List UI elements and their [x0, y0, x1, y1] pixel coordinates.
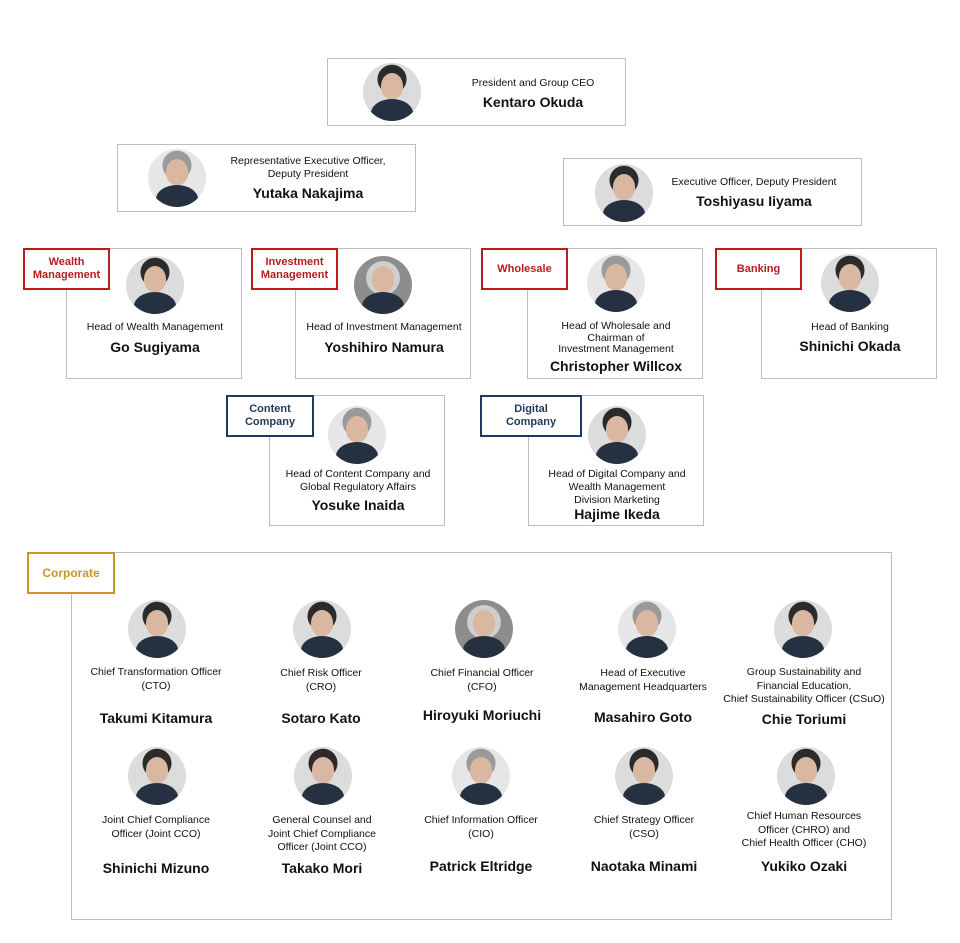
division-photo-investment [354, 256, 412, 314]
company-tag-digital: Digital Company [480, 395, 582, 437]
company-title-digital: Head of Digital Company and Wealth Manag… [548, 468, 686, 506]
member-name-5: Shinichi Mizuno [102, 860, 210, 876]
member-photo-1 [293, 600, 351, 658]
member-title-6: General Counsel and Joint Chief Complian… [268, 814, 376, 853]
member-name-2: Hiroyuki Moriuchi [422, 707, 542, 723]
division-tag-wealth: Wealth Management [23, 248, 110, 290]
deputy-photo-1 [148, 149, 206, 207]
member-photo-9 [777, 747, 835, 805]
company-photo-digital [588, 406, 646, 464]
ceo-title: President and Group CEO [471, 77, 595, 89]
corporate-tag: Corporate [27, 552, 115, 594]
division-name-banking: Shinichi Okada [799, 338, 901, 354]
member-name-6: Takako Mori [281, 860, 363, 876]
member-title-9: Chief Human Resources Officer (CHRO) and… [741, 810, 867, 849]
member-title-4: Group Sustainability and Financial Educa… [723, 666, 885, 705]
company-title-content: Head of Content Company and Global Regul… [285, 468, 431, 493]
company-card-digital: Head of Digital Company and Wealth Manag… [528, 395, 704, 526]
member-name-9: Yukiko Ozaki [760, 858, 848, 874]
member-title-8: Chief Strategy Officer (CSO) [593, 814, 695, 840]
ceo-card: President and Group CEO Kentaro Okuda [327, 58, 626, 126]
division-title-wholesale: Head of Wholesale and Chairman of Invest… [558, 320, 674, 355]
member-name-3: Masahiro Goto [593, 709, 692, 725]
division-name-wealth: Go Sugiyama [110, 339, 200, 355]
division-tag-investment: Investment Management [251, 248, 338, 290]
member-title-2: Chief Financial Officer (CFO) [430, 667, 534, 693]
member-photo-0 [128, 600, 186, 658]
member-photo-6 [294, 747, 352, 805]
ceo-photo [363, 63, 421, 121]
deputy-card-2: Executive Officer, Deputy President Tosh… [563, 158, 862, 226]
member-title-1: Chief Risk Officer (CRO) [280, 667, 362, 693]
division-tag-banking: Banking [715, 248, 802, 290]
division-photo-banking [821, 254, 879, 312]
division-photo-wealth [126, 256, 184, 314]
division-title-banking: Head of Banking [811, 321, 889, 333]
member-name-8: Naotaka Minami [590, 858, 698, 874]
deputy-name-1: Yutaka Nakajima [252, 185, 364, 201]
ceo-name: Kentaro Okuda [482, 94, 584, 110]
division-title-wealth: Head of Wealth Management [86, 321, 224, 333]
division-tag-wholesale: Wholesale [481, 248, 568, 290]
deputy-photo-2 [595, 164, 653, 222]
company-name-digital: Hajime Ikeda [574, 506, 660, 522]
member-photo-8 [615, 747, 673, 805]
member-photo-4 [774, 600, 832, 658]
member-name-4: Chie Toriumi [761, 711, 847, 727]
company-name-content: Yosuke Inaida [311, 497, 405, 513]
deputy-title-1: Representative Executive Officer, Deputy… [230, 155, 386, 180]
member-title-3: Head of Executive Management Headquarter… [579, 667, 707, 693]
member-title-7: Chief Information Officer (CIO) [424, 814, 538, 840]
member-photo-3 [618, 600, 676, 658]
division-photo-wholesale [587, 254, 645, 312]
member-title-0: Chief Transformation Officer (CTO) [90, 666, 222, 692]
division-card-investment: Head of Investment Management Yoshihiro … [295, 248, 471, 379]
member-title-5: Joint Chief Compliance Officer (Joint CC… [102, 814, 210, 840]
member-photo-7 [452, 747, 510, 805]
deputy-name-2: Toshiyasu Iiyama [696, 193, 812, 209]
division-card-wealth: Head of Wealth Management Go Sugiyama [66, 248, 242, 379]
deputy-card-1: Representative Executive Officer, Deputy… [117, 144, 416, 212]
company-tag-content: Content Company [226, 395, 314, 437]
member-name-1: Sotaro Kato [281, 710, 361, 726]
member-name-7: Patrick Eltridge [429, 858, 533, 874]
division-title-investment: Head of Investment Management [306, 321, 462, 333]
division-card-wholesale: Head of Wholesale and Chairman of Invest… [527, 248, 703, 379]
member-name-0: Takumi Kitamura [99, 710, 213, 726]
division-name-investment: Yoshihiro Namura [324, 339, 444, 355]
deputy-title-2: Executive Officer, Deputy President [671, 176, 837, 188]
member-photo-5 [128, 747, 186, 805]
division-name-wholesale: Christopher Willcox [549, 358, 683, 374]
member-photo-2 [455, 600, 513, 658]
company-photo-content [328, 406, 386, 464]
